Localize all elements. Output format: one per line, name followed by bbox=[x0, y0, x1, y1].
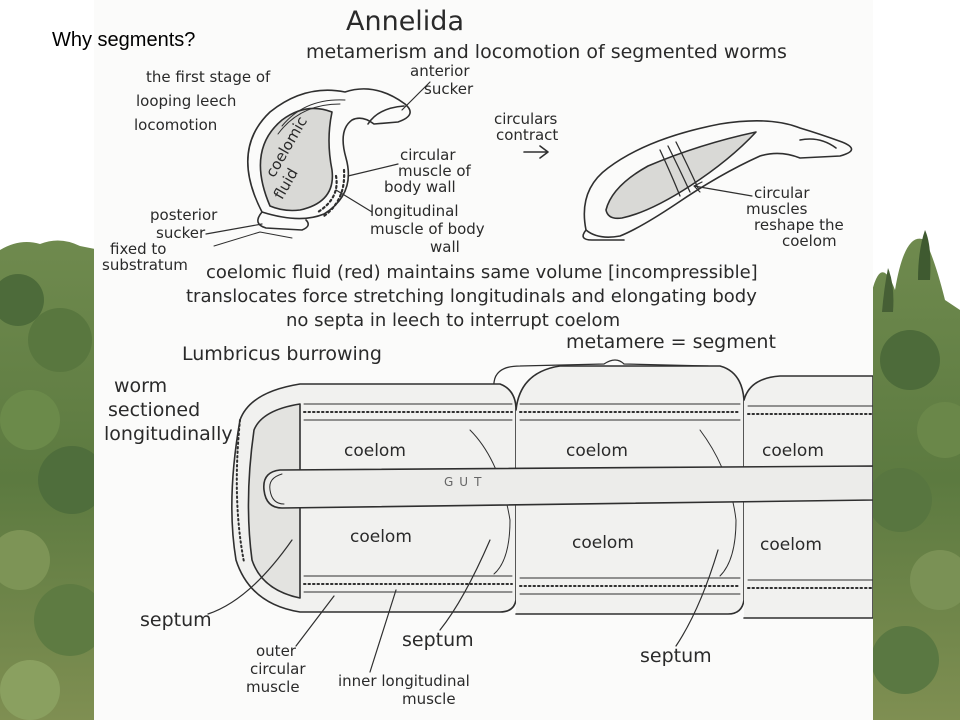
coelom-label: coelom bbox=[572, 533, 634, 553]
gut-label: GUT bbox=[444, 475, 487, 489]
metamere-label: metamere = segment bbox=[566, 331, 776, 353]
circulars-contract-label-2: contract bbox=[496, 126, 558, 144]
annelida-diagram: Annelida metamerism and locomotion of se… bbox=[102, 6, 873, 708]
worm-section-label-1: worm bbox=[114, 375, 167, 397]
coelom-label: coelom bbox=[762, 441, 824, 461]
note-line-3: no septa in leech to interrupt coelom bbox=[286, 310, 620, 331]
worm-section-label-2: sectioned bbox=[108, 399, 200, 421]
coelom-label: coelom bbox=[350, 527, 412, 547]
posterior-sucker-label-1: posterior bbox=[150, 206, 218, 224]
circular-muscles-label-2: muscles bbox=[746, 200, 808, 218]
outer-circular-label-2: circular bbox=[250, 660, 306, 678]
outer-circular-label-1: outer bbox=[256, 642, 297, 660]
arrow-right-icon bbox=[523, 145, 549, 159]
circular-muscle-label-1: circular bbox=[400, 146, 456, 164]
circular-muscles-label-1: circular bbox=[754, 184, 810, 202]
stage-label-line-2: looping leech bbox=[136, 92, 236, 110]
stage-label-line-1: the first stage of bbox=[146, 68, 271, 86]
looping-leech-drawing bbox=[246, 88, 411, 231]
longitudinal-muscle-label-1: longitudinal bbox=[370, 202, 458, 220]
longitudinal-muscle-label-2: muscle of body bbox=[370, 220, 485, 238]
septum-label: septum bbox=[402, 629, 474, 651]
coelom-label: coelom bbox=[344, 441, 406, 461]
circular-muscles-label-4: coelom bbox=[782, 232, 837, 250]
inner-longitudinal-label-1: inner longitudinal bbox=[338, 672, 470, 690]
septum-label: septum bbox=[140, 609, 212, 631]
septum-label: septum bbox=[640, 645, 712, 667]
worm-segments-drawing bbox=[231, 365, 873, 619]
anterior-sucker-label-1: anterior bbox=[410, 62, 470, 80]
circular-muscle-label-2: muscle of bbox=[398, 162, 472, 180]
slide-title: Why segments? bbox=[52, 29, 196, 51]
inner-longitudinal-label-2: muscle bbox=[402, 690, 456, 708]
longitudinal-muscle-label-3: wall bbox=[430, 238, 460, 256]
note-line-1: coelomic fluid (red) maintains same volu… bbox=[206, 262, 758, 283]
circular-muscles-label-3: reshape the bbox=[754, 216, 844, 234]
diagram-heading: Annelida bbox=[346, 6, 464, 37]
stage-label-line-3: locomotion bbox=[134, 116, 217, 134]
elongated-leech-drawing bbox=[582, 120, 853, 241]
fixed-label-2: substratum bbox=[102, 256, 188, 274]
worm-section-label-3: longitudinally bbox=[104, 423, 233, 445]
coelom-label: coelom bbox=[566, 441, 628, 461]
note-line-2: translocates force stretching longitudin… bbox=[186, 286, 757, 307]
outer-circular-label-3: muscle bbox=[246, 678, 300, 696]
diagram-subheading: metamerism and locomotion of segmented w… bbox=[306, 41, 787, 63]
fixed-label-1: fixed to bbox=[110, 240, 166, 258]
anterior-sucker-label-2: sucker bbox=[424, 80, 474, 98]
coelom-label: coelom bbox=[760, 535, 822, 555]
posterior-sucker-label-2: sucker bbox=[156, 224, 206, 242]
lumbricus-label: Lumbricus burrowing bbox=[182, 343, 382, 365]
circulars-contract-label-1: circulars bbox=[494, 110, 558, 128]
circular-muscle-label-3: body wall bbox=[384, 178, 456, 196]
